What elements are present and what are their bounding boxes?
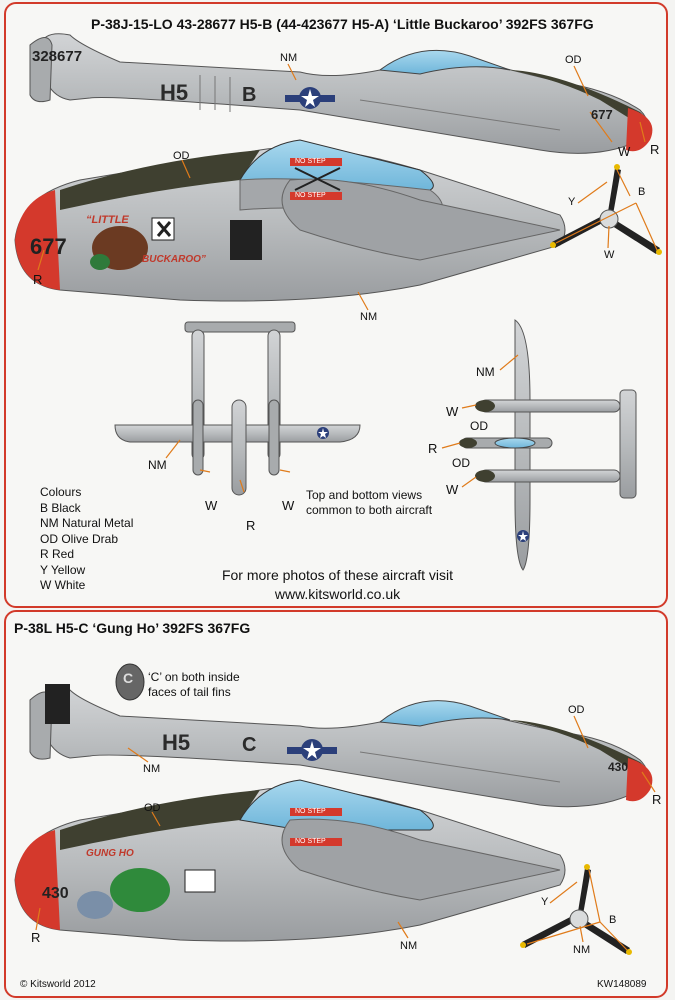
callout-w: W	[446, 482, 459, 497]
aircraft2-side-profile	[29, 663, 653, 808]
aircraft2-title: P-38L H5-C ‘Gung Ho’ 392FS 367FG	[14, 620, 251, 636]
fin-note-line2: faces of tail fins	[148, 685, 231, 699]
code-marking: H5	[160, 80, 189, 105]
no-step-stencil: NO STEP	[295, 838, 326, 845]
callout-r: R	[33, 272, 43, 287]
nose-number-marking: 677	[591, 107, 613, 122]
colour-legend: Colours B Black NM Natural Metal OD Oliv…	[40, 485, 133, 594]
propeller-2	[520, 864, 632, 955]
aircraft1-title: P-38J-15-LO 43-28677 H5-B (44-423677 H5-…	[91, 16, 594, 32]
letter-marking: B	[242, 84, 257, 106]
callout-w: W	[446, 404, 459, 419]
code-marking: H5	[162, 730, 191, 755]
serial-marking: 328677	[32, 48, 83, 65]
callout-y: Y	[568, 196, 576, 208]
callout-y: Y	[541, 896, 549, 908]
letter-marking: C	[242, 734, 257, 756]
callout-leader-lines	[35, 63, 658, 951]
callout-r: R	[652, 792, 662, 807]
legend-item: B Black	[40, 500, 81, 515]
plan-view-top	[114, 321, 361, 496]
views-note-line2: common to both aircraft	[306, 503, 433, 517]
plan-view-bottom	[459, 319, 637, 571]
no-step-stencil: NO STEP	[295, 158, 326, 165]
legend-heading: Colours	[40, 485, 82, 499]
nickname-line1: “LITTLE	[86, 214, 129, 226]
callout-w: W	[205, 498, 218, 513]
views-note-line1: Top and bottom views	[306, 488, 423, 502]
aircraft2-nose-closeup	[14, 779, 566, 942]
callout-b: B	[609, 914, 617, 926]
aircraft1-side-profile	[29, 33, 653, 154]
nickname-line2: BUCKAROO”	[142, 254, 206, 265]
callout-od: OD	[565, 54, 582, 66]
callout-w: W	[604, 249, 615, 261]
no-step-stencil: NO STEP	[295, 192, 326, 199]
callout-nm: NM	[573, 944, 591, 956]
callout-nm: NM	[148, 458, 167, 472]
callout-w: W	[282, 498, 295, 513]
copyright: © Kitsworld 2012	[20, 979, 96, 990]
fin-letter: C	[123, 670, 134, 686]
callout-r: R	[428, 441, 438, 456]
visit-text: For more photos of these aircraft visit	[221, 567, 454, 583]
callout-w: W	[618, 144, 631, 159]
legend-item: R Red	[40, 547, 75, 561]
fin-note-line1: ‘C’ on both inside	[148, 670, 240, 684]
callout-nm: NM	[476, 365, 495, 379]
callout-od: OD	[173, 150, 190, 162]
product-code: KW148089	[597, 979, 647, 990]
legend-item: Y Yellow	[40, 562, 86, 577]
propeller-1	[550, 164, 662, 255]
no-step-stencil: NO STEP	[295, 808, 326, 815]
legend-item: OD Olive Drab	[40, 531, 119, 546]
nose-number-marking: 430	[608, 760, 629, 774]
aircraft1-nose-closeup	[14, 139, 566, 302]
callout-od: OD	[568, 704, 585, 716]
callout-od: OD	[452, 456, 470, 470]
closeup-nose-number: 677	[30, 234, 67, 259]
legend-item: W White	[40, 578, 86, 592]
callout-od: OD	[144, 802, 161, 814]
website-link[interactable]: www.kitsworld.co.uk	[274, 586, 401, 602]
callout-r: R	[246, 518, 256, 533]
callout-od: OD	[470, 419, 488, 433]
closeup-nose-number: 430	[42, 885, 69, 902]
views-note: Top and bottom views common to both airc…	[306, 488, 432, 518]
callout-nm: NM	[360, 311, 378, 323]
callout-b: B	[638, 186, 646, 198]
callout-nm: NM	[400, 940, 418, 952]
nickname: GUNG HO	[86, 848, 134, 859]
fin-note: ‘C’ on both inside faces of tail fins	[148, 670, 240, 700]
callout-nm: NM	[143, 763, 161, 775]
callout-nm: NM	[280, 52, 298, 64]
callout-r: R	[31, 930, 41, 945]
callout-r: R	[650, 142, 660, 157]
legend-item: NM Natural Metal	[40, 516, 134, 530]
